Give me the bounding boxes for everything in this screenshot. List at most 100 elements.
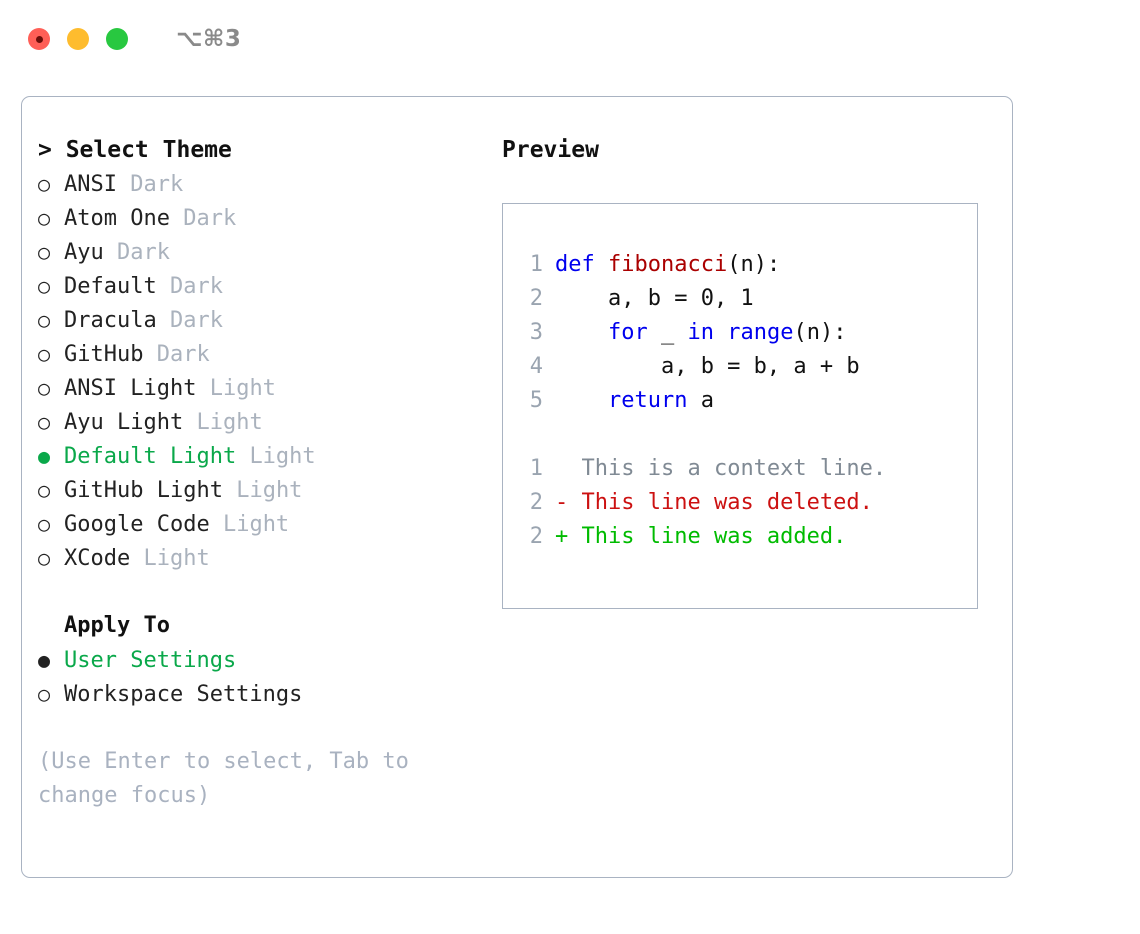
theme-kind-label: Light [222, 512, 290, 537]
theme-label-spacer [196, 372, 209, 406]
diff-marker [555, 452, 582, 486]
theme-kind-label: Dark [156, 342, 210, 367]
traffic-light-buttons [28, 28, 128, 50]
diff-line-number: 2 [529, 490, 543, 515]
theme-kind-label: Dark [183, 206, 237, 231]
radio-unselected-icon: ○ [38, 546, 51, 570]
theme-name-label: Default [64, 274, 157, 299]
theme-name-label: GitHub [64, 342, 144, 367]
diff-line: 1 This is a context line. [503, 452, 977, 486]
theme-list-item[interactable]: ○Default Dark [38, 269, 498, 303]
code-token: a, b = b, a + b [555, 354, 860, 379]
diff-marker: - [555, 490, 582, 515]
theme-label-spacer [143, 338, 156, 372]
code-line: 4 a, b = b, a + b [503, 350, 977, 384]
theme-name-label: Dracula [64, 308, 157, 333]
radio-unselected-icon: ○ [38, 206, 51, 230]
theme-name-label: Ayu [64, 240, 104, 265]
code-line: 2 a, b = 0, 1 [503, 282, 977, 316]
code-token: range [727, 320, 794, 345]
theme-list-item[interactable]: ○Google Code Light [38, 507, 498, 541]
code-line-number: 3 [529, 320, 543, 345]
code-line: 1 def fibonacci(n): [503, 248, 977, 282]
keyboard-hint-text: (Use Enter to select, Tab to change focu… [38, 749, 409, 808]
keyboard-shortcut-label: ⌥⌘3 [176, 26, 242, 52]
theme-list-item[interactable]: ○ GitHub Dark [38, 337, 498, 371]
code-token: _ [647, 320, 688, 345]
code-line: 3 for _ in range(n): [503, 316, 977, 350]
theme-kind-label: Dark [130, 172, 184, 197]
radio-unselected-icon: ○ [38, 342, 51, 366]
code-diff-separator [503, 418, 977, 452]
theme-list-item[interactable]: ○Ayu Light Light [38, 405, 498, 439]
code-line: 5 return a [503, 384, 977, 418]
close-button[interactable] [28, 28, 50, 50]
theme-label-spacer [104, 236, 117, 270]
apply-to-option-label: Workspace Settings [64, 682, 303, 707]
theme-name-label: Ayu Light [64, 410, 184, 435]
diff-line-number: 1 [529, 456, 543, 481]
code-token: in [687, 320, 714, 345]
theme-label-spacer [170, 202, 183, 236]
theme-list-item[interactable]: ●Default Light Light [38, 439, 498, 473]
apply-to-list[interactable]: ●User Settings ○ Workspace Settings [38, 643, 498, 711]
radio-selected-icon: ● [38, 648, 51, 672]
theme-label-spacer [236, 440, 249, 474]
diff-sample: 1 This is a context line.2- This line wa… [503, 452, 977, 554]
minimize-button[interactable] [67, 28, 89, 50]
theme-kind-label: Light [249, 444, 316, 469]
diff-line-number: 2 [529, 524, 543, 549]
theme-kind-label: Light [196, 410, 263, 435]
theme-kind-label: Light [236, 478, 303, 503]
code-token: (n): [793, 320, 847, 345]
theme-label-spacer [157, 270, 170, 304]
code-token: def [555, 252, 608, 277]
apply-to-option[interactable]: ●User Settings [38, 643, 498, 677]
diff-marker: + [555, 524, 582, 549]
code-line-number: 1 [529, 252, 543, 277]
window-titlebar: ⌥⌘3 [0, 0, 1140, 78]
code-token: for [607, 320, 648, 345]
apply-to-group: Apply To ●User Settings ○ Workspace Settin… [38, 609, 498, 711]
theme-name-label: Default Light [64, 444, 237, 469]
theme-label-spacer [210, 508, 223, 542]
apply-to-option[interactable]: ○ Workspace Settings [38, 677, 498, 711]
theme-list[interactable]: ○ANSI Dark○Atom One Dark○Ayu Dark○Defaul… [38, 167, 498, 575]
main-panel: > Select Theme ○ANSI Dark○Atom One Dark○… [21, 96, 1013, 878]
code-token [555, 316, 608, 350]
apply-to-header: Apply To [64, 613, 170, 638]
theme-list-item[interactable]: ○XCode Light [38, 541, 498, 575]
diff-line: 2- This line was deleted. [503, 486, 977, 520]
code-token [555, 384, 608, 418]
code-token: (n): [727, 252, 781, 277]
theme-name-label: Atom One [64, 206, 170, 231]
maximize-button[interactable] [106, 28, 128, 50]
radio-unselected-icon: ○ [38, 682, 51, 706]
radio-unselected-icon: ○ [38, 478, 51, 502]
theme-list-item[interactable]: ○ Atom One Dark [38, 201, 498, 235]
theme-list-item[interactable]: ○ANSI Light Light [38, 371, 498, 405]
code-token: fibonacci [607, 252, 728, 277]
theme-list-item[interactable]: ○ANSI Dark [38, 167, 498, 201]
theme-name-label: GitHub Light [64, 478, 223, 503]
theme-label-spacer [223, 474, 236, 508]
radio-unselected-icon: ○ [38, 376, 51, 400]
theme-label-spacer [157, 304, 170, 338]
theme-list-item[interactable]: ○Dracula Dark [38, 303, 498, 337]
code-token: return [607, 388, 688, 413]
theme-list-item[interactable]: ○Ayu Dark [38, 235, 498, 269]
code-token: a, b = 0, 1 [555, 286, 754, 311]
theme-kind-label: Dark [169, 274, 223, 299]
theme-label-spacer [130, 542, 143, 576]
theme-list-item[interactable]: ○ GitHub Light Light [38, 473, 498, 507]
radio-unselected-icon: ○ [38, 240, 51, 264]
theme-label-spacer [117, 168, 130, 202]
code-line-number: 2 [529, 286, 543, 311]
theme-kind-label: Light [209, 376, 276, 401]
theme-name-label: ANSI [64, 172, 117, 197]
theme-name-label: Google Code [64, 512, 210, 537]
